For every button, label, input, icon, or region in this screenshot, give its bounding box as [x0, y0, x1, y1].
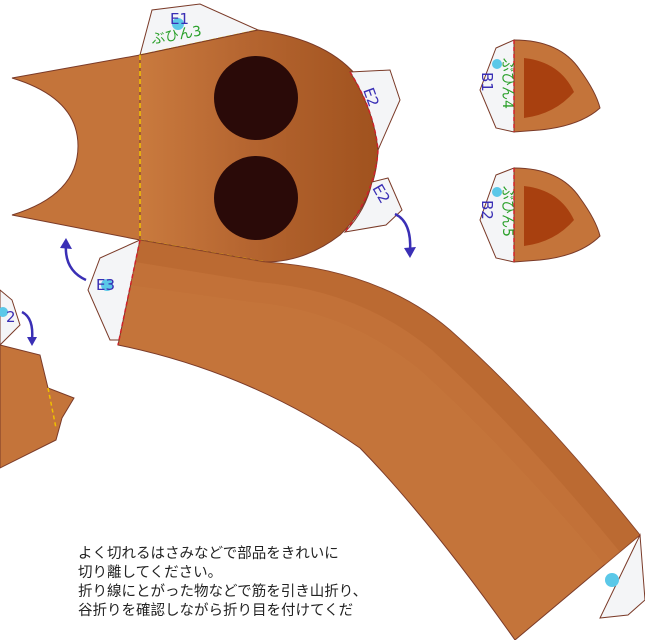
part-label-4: ぶひん4	[499, 58, 515, 109]
glue-dot	[605, 573, 619, 587]
instruction-line: よく切れるはさみなどで部品をきれいに	[78, 546, 339, 562]
tab-label-e2-top: E2	[359, 85, 382, 109]
tab-label-left: 2	[6, 308, 16, 326]
glue-dot	[172, 18, 184, 30]
arrow-icon	[60, 238, 72, 249]
fold-line	[117, 239, 141, 346]
ear-piece-4: ぶひん4 B1	[478, 39, 601, 133]
snout-panel	[11, 54, 141, 241]
instruction-line: 折り線にとがった物などで筋を引き山折り、	[78, 584, 368, 600]
tab-end	[599, 533, 645, 619]
eye-top	[214, 56, 298, 140]
glue-dot	[101, 279, 113, 291]
arrow-icon	[21, 310, 34, 341]
arrow-icon	[394, 212, 412, 253]
tab-e2-top	[349, 69, 401, 152]
body-piece	[117, 239, 645, 640]
tab-label-e1: E1	[170, 10, 189, 28]
instruction-line: 谷折りを確認しながら折り目を付けてくだ	[78, 603, 354, 619]
left-partial-piece: 2	[0, 289, 75, 469]
part-label-5: ぶひん5	[499, 186, 515, 237]
arrow-icon	[64, 243, 87, 282]
arrow-icon	[404, 247, 416, 258]
ear-piece-5: ぶひん5 B2	[478, 167, 601, 263]
instruction-line: 切り離してください。	[78, 565, 223, 581]
tab-label-e3: E3	[96, 276, 115, 294]
part-label-b1: B1	[478, 72, 496, 92]
instructions: よく切れるはさみなどで部品をきれいに 切り離してください。 折り線にとがった物な…	[78, 545, 458, 621]
eye-bottom	[214, 156, 298, 240]
fold-line	[344, 71, 379, 233]
part-label-b2: B2	[478, 200, 496, 220]
